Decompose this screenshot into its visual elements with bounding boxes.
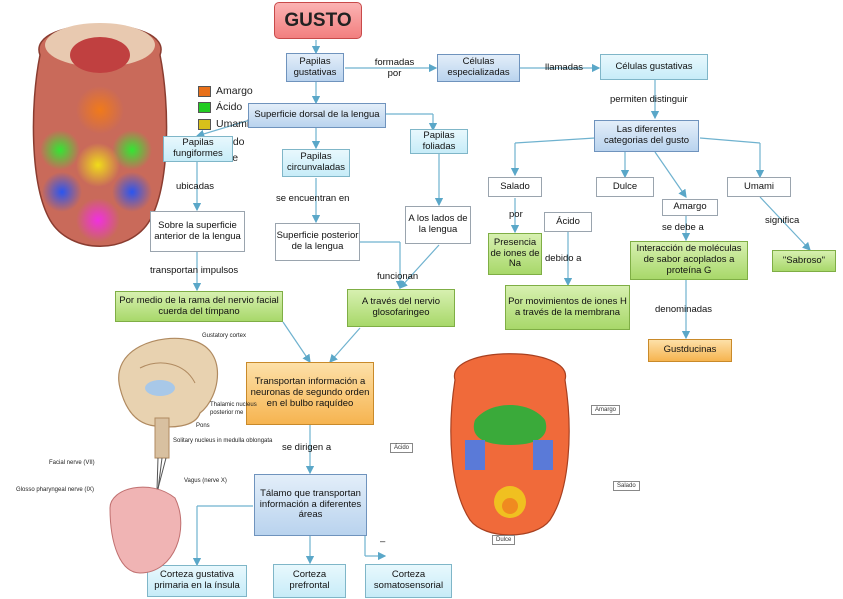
legend-umami: Umami bbox=[198, 118, 249, 130]
node-movimientos: Por movimientos de iones H a través de l… bbox=[505, 285, 630, 330]
node-transportan-informacion: Transportan información a neuronas de se… bbox=[246, 362, 374, 425]
label-vagus: Vagus (nerve X) bbox=[184, 478, 227, 484]
link-se-debe-a: se debe a bbox=[662, 222, 704, 233]
tongue-heatmap-illustration bbox=[32, 23, 168, 247]
link-por: por bbox=[509, 209, 523, 220]
node-amargo: Amargo bbox=[662, 199, 718, 216]
legend-swatch-yellow bbox=[198, 118, 211, 130]
link-debido-a: debido a bbox=[545, 253, 582, 264]
node-sabroso: "Sabroso" bbox=[772, 250, 836, 272]
tongue-label-acido: Ácido bbox=[390, 443, 414, 453]
node-lados-lengua: A los lados de la lengua bbox=[405, 206, 471, 244]
link-denominadas: denominadas bbox=[655, 304, 713, 315]
label-glosso: Glosso pharyngeal nerve (IX) bbox=[16, 487, 95, 493]
link-se-encuentran: se encuentran en bbox=[276, 193, 350, 204]
link-text: formadas por bbox=[374, 57, 415, 79]
node-superficie-posterior: Superficie posterior de la lengua bbox=[275, 223, 360, 261]
node-glosofaringeo: A través del nervio glosofaringeo bbox=[347, 289, 455, 327]
link-permiten-distinguir: permiten distinguir bbox=[610, 94, 688, 105]
label-thalamic: Thalamic nucleus bbox=[210, 402, 257, 408]
node-dulce: Dulce bbox=[596, 177, 654, 197]
node-diferentes-categorias: Las diferentes categorias del gusto bbox=[594, 120, 699, 152]
node-nervio-facial: Por medio de la rama del nervio facial c… bbox=[115, 291, 283, 322]
node-talamo: Tálamo que transportan información a dif… bbox=[254, 474, 367, 536]
title-gusto: GUSTO bbox=[274, 2, 362, 39]
legend-swatch-orange bbox=[198, 85, 211, 97]
node-papilas-gustativas: Papilas gustativas bbox=[286, 53, 344, 82]
node-interaccion: Interacción de moléculas de sabor acopla… bbox=[630, 241, 748, 280]
link-significa: significa bbox=[765, 215, 800, 226]
tongue-label-amargo: Amargo bbox=[591, 405, 621, 415]
legend-amargo: Amargo bbox=[198, 85, 253, 97]
node-corteza-somatosensorial: Corteza somatosensorial bbox=[365, 564, 452, 598]
label-gustatory-cortex: Gustatory cortex bbox=[202, 333, 247, 339]
tongue-label-dulce: Dulce bbox=[492, 535, 516, 545]
legend-label: Umami bbox=[216, 118, 250, 130]
label-solitary: Solitary nucleus in medulla oblongata bbox=[173, 438, 273, 444]
node-papilas-fungiformes: Papilas fungiformes bbox=[163, 136, 233, 162]
node-umami: Umami bbox=[727, 177, 791, 197]
node-papilas-circunvaladas: Papilas circunvaladas bbox=[282, 149, 350, 177]
node-superficie-anterior: Sobre la superficie anterior de la lengu… bbox=[150, 211, 245, 252]
link-transportan-impulsos: transportan impulsos bbox=[150, 265, 239, 276]
link-funcionan: funcionan bbox=[377, 271, 419, 282]
node-gustducinas: Gustducinas bbox=[648, 339, 732, 362]
link-dash: – bbox=[380, 536, 386, 547]
link-formadas-por: formadas por bbox=[372, 57, 417, 80]
tongue-label-salado: Salado bbox=[613, 481, 640, 491]
node-presencia-iones: Presencia de iones de Na bbox=[488, 233, 542, 275]
label-facial-nerve: Facial nerve (VII) bbox=[49, 460, 95, 466]
legend-acido: Ácido bbox=[198, 101, 242, 113]
node-corteza-prefrontal: Corteza prefrontal bbox=[273, 564, 346, 598]
brain-pathway-illustration bbox=[109, 337, 218, 574]
node-celulas-gustativas: Células gustativas bbox=[600, 54, 708, 80]
label-pons: Pons bbox=[196, 423, 210, 429]
link-ubicadas: ubicadas bbox=[176, 181, 215, 192]
node-papilas-foliadas: Papilas foliadas bbox=[410, 129, 468, 154]
legend-label: Amargo bbox=[216, 85, 253, 97]
legend-label: Ácido bbox=[216, 101, 243, 113]
node-celulas-especializadas: Células especializadas bbox=[437, 54, 520, 82]
legend-swatch-green bbox=[198, 101, 211, 113]
link-se-dirigen: se dirigen a bbox=[282, 442, 332, 453]
label-posterior-med: posterior me bbox=[210, 410, 244, 416]
node-salado: Salado bbox=[488, 177, 542, 197]
node-acido: Ácido bbox=[544, 212, 592, 232]
node-superficie-dorsal: Superficie dorsal de la lengua bbox=[248, 103, 386, 128]
node-corteza-insula: Corteza gustativa primaria en la ínsula bbox=[147, 565, 247, 597]
tongue-zones-illustration bbox=[450, 353, 570, 536]
link-llamadas: llamadas bbox=[545, 62, 584, 73]
